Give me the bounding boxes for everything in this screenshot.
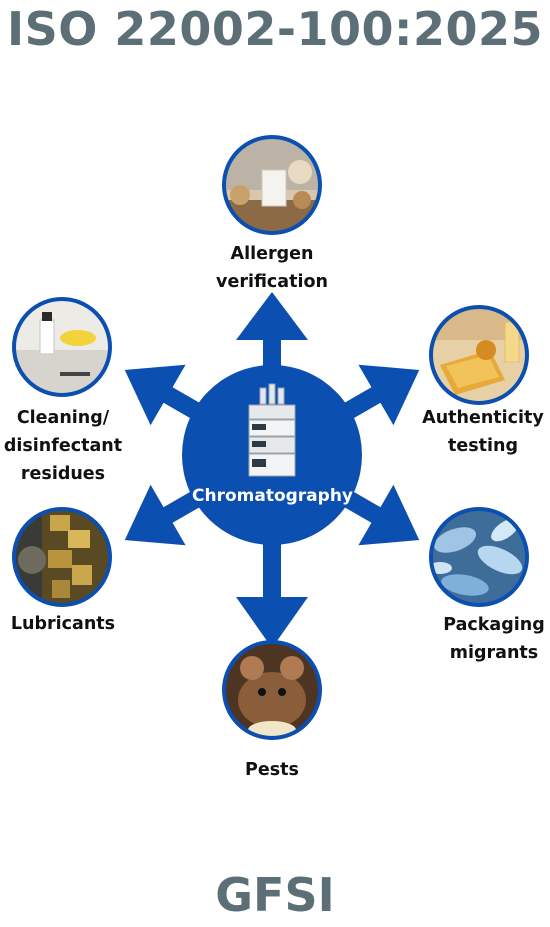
label-cleaning-line3: residues bbox=[20, 464, 106, 484]
center-label: Chromatography bbox=[192, 486, 354, 506]
label-packaging: Packaging migrants bbox=[440, 611, 548, 667]
label-allergen: Allergen verification bbox=[202, 240, 342, 296]
chromatography-instrument-icon bbox=[248, 383, 296, 477]
honeycomb-and-honey-photo bbox=[431, 307, 527, 403]
arrow-down bbox=[236, 535, 308, 648]
label-allergen-line1: Allergen bbox=[230, 244, 314, 264]
page-title: ISO 22002-100:2025 bbox=[7, 2, 543, 56]
label-lubricants-line1: Lubricants bbox=[10, 614, 116, 634]
label-cleaning-line1: Cleaning/ bbox=[16, 408, 110, 428]
label-pests: Pests bbox=[222, 756, 322, 784]
label-cleaning: Cleaning/ disinfectant residues bbox=[2, 404, 124, 488]
mouse-photo bbox=[224, 642, 320, 738]
label-cleaning-line2: disinfectant bbox=[3, 436, 123, 456]
label-authenticity: Authenticity testing bbox=[418, 404, 548, 460]
cleaning-spray-photo bbox=[14, 299, 110, 395]
footer-title: GFSI bbox=[215, 868, 335, 922]
label-allergen-line2: verification bbox=[216, 272, 328, 292]
label-pests-line1: Pests bbox=[245, 760, 299, 780]
label-authenticity-line1: Authenticity bbox=[422, 408, 544, 428]
plastic-bottles-photo bbox=[431, 509, 527, 605]
label-packaging-line2: migrants bbox=[449, 643, 539, 663]
label-packaging-line1: Packaging bbox=[443, 615, 545, 635]
label-lubricants: Lubricants bbox=[2, 610, 124, 638]
label-authenticity-line2: testing bbox=[448, 436, 518, 456]
arrow-up bbox=[236, 292, 308, 375]
